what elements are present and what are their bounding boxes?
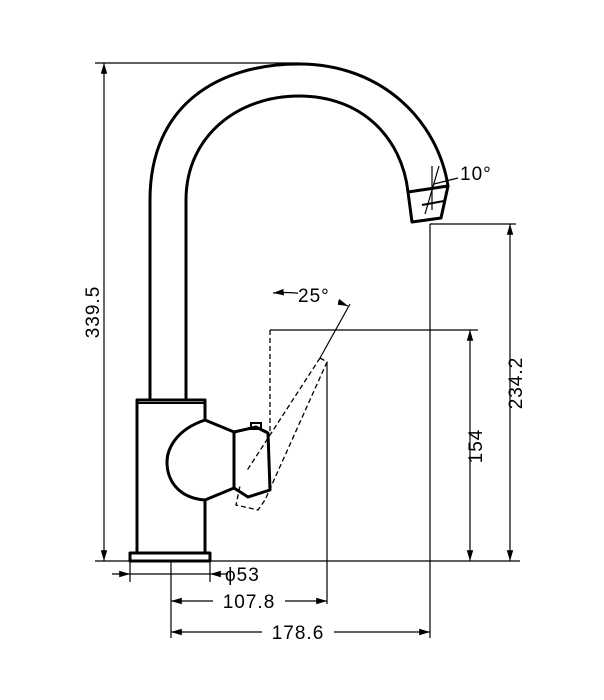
spout-inner-curve — [184, 94, 410, 402]
angle-lever-rotation: 25° — [272, 284, 351, 359]
dimension-spout-reach: 178.6 — [171, 621, 430, 644]
spout-nozzle — [406, 184, 450, 224]
faucet-outline — [128, 62, 450, 563]
spout-nozzle-seam — [421, 200, 445, 206]
lever-hub — [232, 425, 272, 499]
angle-spout-tilt-label: 10° — [460, 164, 492, 185]
dimension-lever-reach-label: 107.8 — [223, 592, 276, 613]
lever-rotated-outline — [235, 330, 328, 511]
dimension-spout-height: 234.2 — [506, 224, 527, 561]
dimension-spout-reach-label: 178.6 — [272, 623, 325, 644]
dimension-lever-height-label: 154 — [466, 429, 487, 464]
dimension-base-diameter: ϕ53 — [112, 565, 260, 586]
body-column — [135, 398, 207, 555]
dimension-spout-height-label: 234.2 — [506, 357, 527, 410]
spout-outer-curve — [148, 62, 450, 402]
dimension-lever-height: 154 — [466, 330, 487, 561]
dimension-lever-reach: 107.8 — [171, 590, 327, 613]
dimension-base-diameter-label: ϕ53 — [225, 565, 260, 586]
valve-housing — [165, 418, 207, 502]
base-plate — [128, 551, 212, 563]
dimension-total-height-label: 339.5 — [83, 286, 104, 339]
dimension-total-height: 339.5 — [83, 62, 108, 561]
angle-lever-rotation-label: 25° — [298, 286, 330, 307]
lever-hub-cap — [250, 422, 262, 430]
angle-spout-tilt: 10° — [424, 164, 492, 215]
valve-connector — [203, 418, 236, 502]
